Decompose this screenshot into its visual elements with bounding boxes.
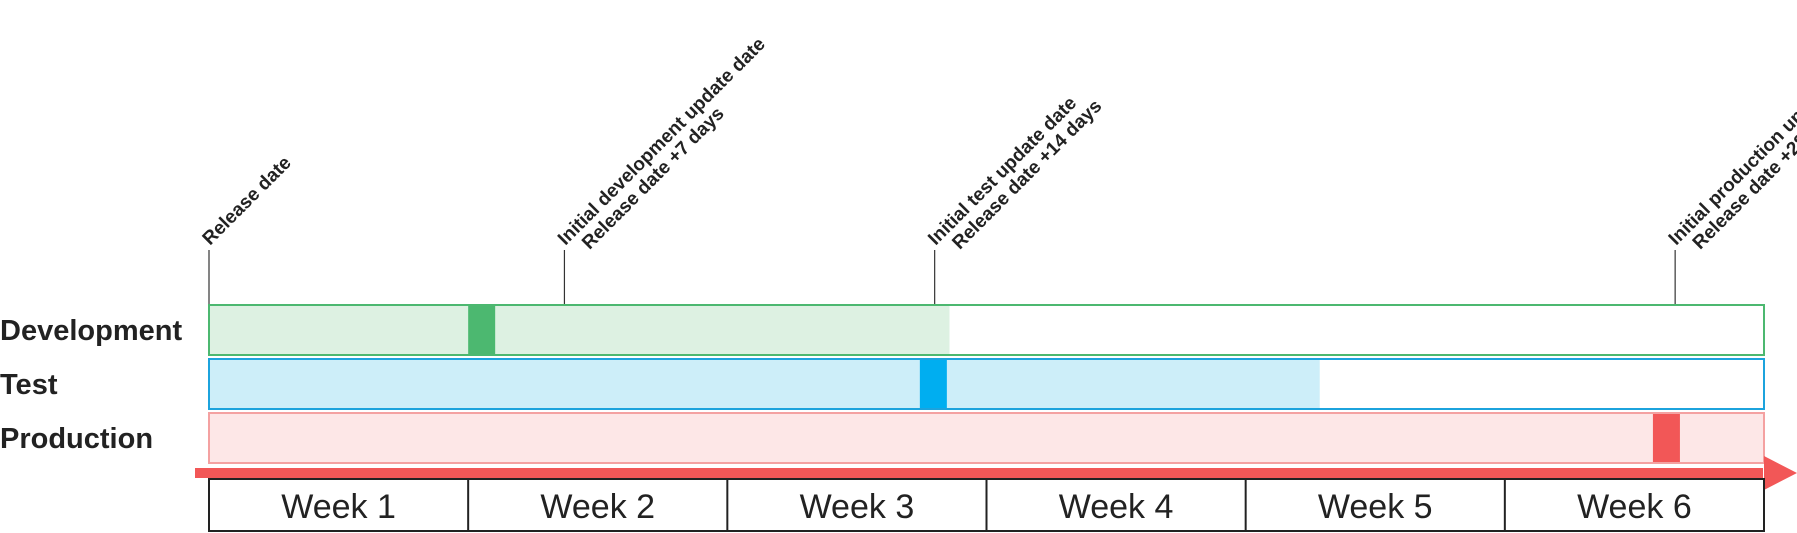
row-label-production: Production (0, 423, 153, 455)
development-row-border (208, 304, 1765, 356)
development-fill-bar (209, 305, 950, 355)
test-row-border (208, 358, 1765, 410)
row-production: Production (0, 412, 1765, 464)
week-label: Week 1 (281, 488, 396, 526)
production-row-border (208, 412, 1765, 464)
week-label: Week 2 (540, 488, 655, 526)
milestone-text-line: Release date (199, 153, 296, 250)
milestone-label: Release date (199, 153, 296, 250)
week-label: Week 6 (1577, 488, 1692, 526)
test-update-marker (919, 359, 947, 409)
week-label: Week 4 (1059, 488, 1174, 526)
milestone-text-line: Release date +14 days (948, 96, 1106, 254)
row-label-development: Development (0, 315, 182, 347)
production-fill-bar (209, 413, 1764, 463)
week-scale: Week 1 Week 2 Week 3 Week 4 Week 5 Week 6 (208, 478, 1765, 532)
week-label: Week 3 (800, 488, 915, 526)
test-fill-bar (209, 359, 1320, 409)
timeline-arrow-icon (1764, 456, 1797, 490)
milestone-text-line: Release date +7 days (578, 103, 728, 253)
row-development: Development (0, 304, 1765, 356)
row-test: Test (0, 358, 1765, 410)
week-label: Week 5 (1318, 488, 1433, 526)
timeline-axis (195, 456, 1797, 490)
row-label-test: Test (0, 369, 58, 401)
milestone-connector-lines (208, 250, 1676, 305)
milestone-text-line: Initial development update date (554, 34, 770, 250)
development-update-marker (468, 305, 496, 355)
timeline-axis-bar (195, 468, 1763, 478)
production-update-marker (1652, 413, 1680, 463)
milestone-text-line: Initial test update date (924, 93, 1081, 250)
milestone-labels: Release date Initial development update d… (199, 34, 1797, 254)
